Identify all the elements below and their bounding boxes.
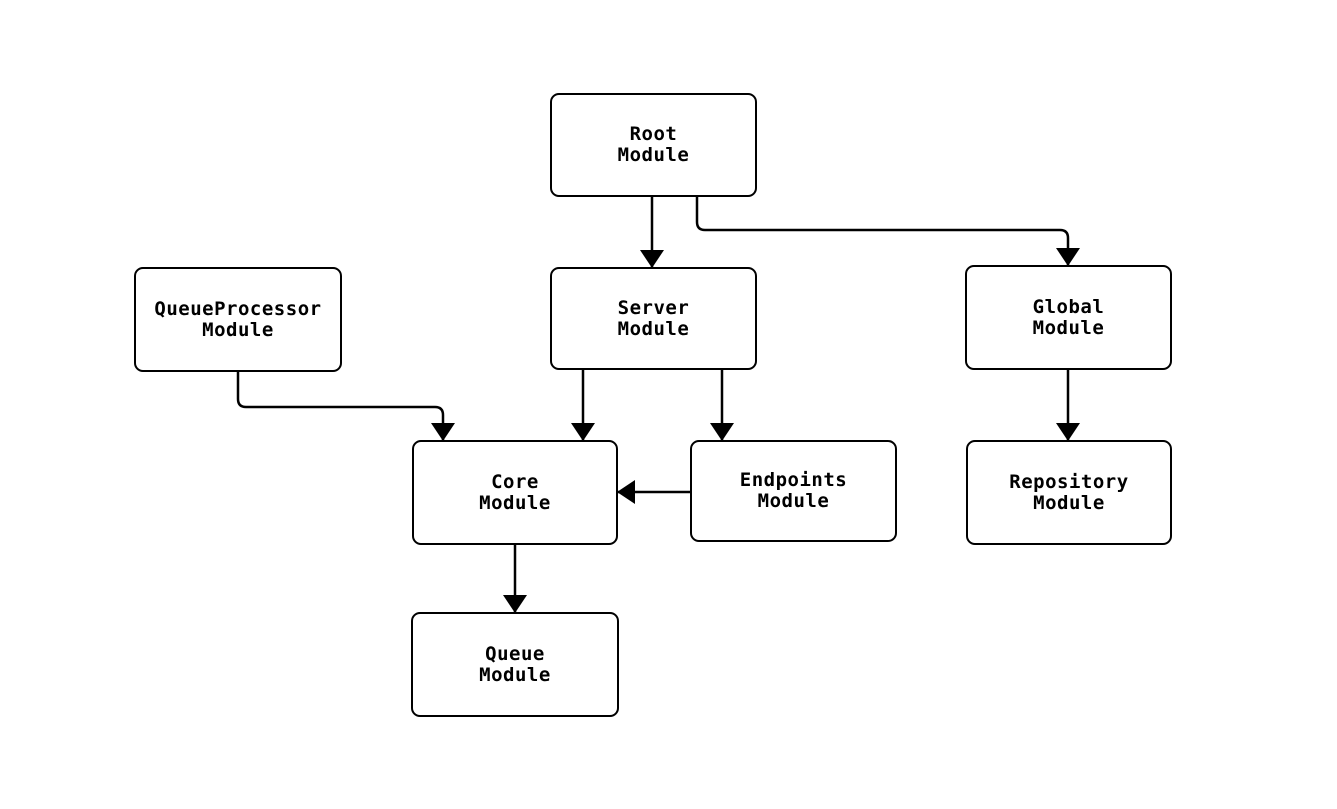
node-endpoints-module-label: Endpoints Module [739, 469, 848, 512]
node-root-module-label: Root Module [617, 123, 690, 166]
node-queue-module-label: Queue Module [479, 642, 551, 686]
node-server-module: Server Module [550, 267, 757, 370]
node-root-module: Root Module [550, 93, 757, 197]
node-server-module-label: Server Module [617, 296, 690, 340]
node-endpoints-module: Endpoints Module [690, 440, 897, 542]
node-core-module-label: Core Module [479, 470, 551, 514]
node-queueprocessor-module: QueueProcessor Module [134, 267, 342, 372]
node-global-module: Global Module [965, 265, 1172, 370]
edge-root-module-to-global-module [695, 197, 1080, 266]
node-repository-module: Repository Module [966, 440, 1172, 545]
node-global-module-label: Global Module [1032, 295, 1105, 339]
node-repository-module-label: Repository Module [1009, 470, 1129, 514]
node-queue-module: Queue Module [411, 612, 619, 717]
node-core-module: Core Module [412, 440, 618, 545]
node-queueprocessor-module-label: QueueProcessor Module [154, 297, 322, 341]
edge-queueprocessor-module-to-core-module [236, 372, 455, 441]
